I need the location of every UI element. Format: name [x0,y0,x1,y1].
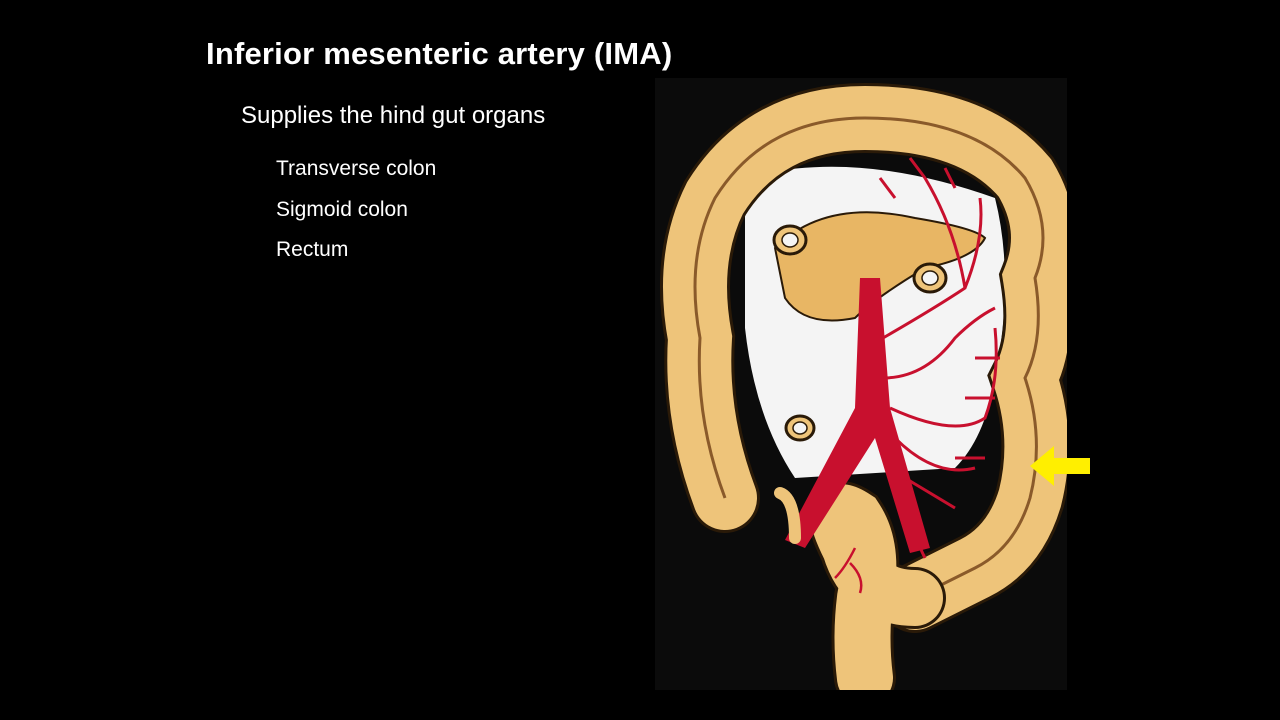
arrow-left-icon [1030,446,1090,486]
colon-frame [660,82,1067,633]
pancreas [773,211,987,322]
bowel-cut-ends [772,224,948,442]
organ-list: Transverse colon Sigmoid colon Rectum [276,156,436,278]
ima-branches [878,157,1000,559]
sigmoid-vessels [834,547,863,594]
organ-item: Transverse colon [276,157,437,180]
appendix [774,487,801,544]
sigmoid-rectum [808,481,946,690]
aorta [785,278,930,553]
organ-item: Sigmoid colon [276,197,408,221]
colon-anatomy-illustration [655,78,1067,690]
organ-item: Rectum [276,238,349,261]
slide-subtitle: Supplies the hind gut organs [241,102,546,129]
slide-title: Inferior mesenteric artery (IMA) [206,36,673,71]
